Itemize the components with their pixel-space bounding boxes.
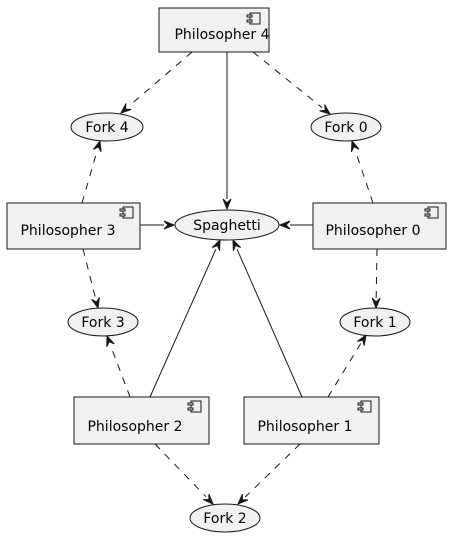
- arrowhead: [232, 238, 242, 251]
- edge-p3-to-f4: [81, 139, 102, 204]
- component-p1[interactable]: Philosopher 1: [243, 396, 380, 445]
- edge-p1-to-sp: [232, 238, 303, 398]
- resource-label: Fork 0: [324, 120, 367, 136]
- resource-f2[interactable]: Fork 2: [189, 503, 261, 533]
- resource-label: Fork 1: [353, 315, 396, 331]
- edge-line: [81, 150, 98, 204]
- arrowhead: [278, 220, 291, 230]
- edge-p3-to-sp: [140, 220, 176, 230]
- resource-f4[interactable]: Fork 4: [70, 112, 144, 142]
- edge-p3-to-f3: [82, 248, 100, 310]
- component-label: Philosopher 1: [257, 419, 352, 435]
- edge-line: [354, 150, 374, 204]
- edge-line: [252, 51, 323, 109]
- edge-p4-to-f4: [119, 51, 193, 114]
- edge-line: [128, 51, 193, 107]
- edge-p0-to-f1: [371, 248, 381, 310]
- resource-label: Spaghetti: [193, 218, 261, 234]
- arrowhead: [91, 297, 100, 310]
- component-label: Philosopher 4: [174, 27, 269, 43]
- edge-line: [110, 345, 131, 398]
- edge-line: [327, 343, 362, 398]
- edge-line: [154, 443, 207, 498]
- arrowhead: [202, 493, 214, 505]
- resource-label: Fork 4: [85, 120, 128, 136]
- arrowhead: [350, 139, 360, 152]
- resource-f1[interactable]: Fork 1: [339, 307, 411, 337]
- resource-spaghetti[interactable]: Spaghetti: [174, 209, 280, 241]
- component-icon: [119, 206, 134, 219]
- edge-p4-to-f0: [252, 51, 332, 115]
- edge-line: [82, 248, 97, 299]
- arrowhead: [211, 238, 221, 251]
- edge-line: [236, 248, 303, 398]
- resource-label: Fork 3: [81, 315, 124, 331]
- resource-f3[interactable]: Fork 3: [67, 307, 139, 337]
- edge-p2-to-sp: [149, 238, 221, 398]
- arrowhead: [319, 104, 332, 115]
- edges-layer: [81, 51, 381, 505]
- resource-f0[interactable]: Fork 0: [310, 112, 382, 142]
- edge-line: [375, 248, 378, 299]
- component-icon: [357, 400, 372, 413]
- component-label: Philosopher 0: [325, 223, 420, 239]
- resource-label: Fork 2: [203, 511, 246, 527]
- edge-p0-to-sp: [278, 220, 313, 230]
- edge-p2-to-f2: [154, 443, 214, 505]
- edge-p1-to-f2: [237, 443, 301, 505]
- component-icon: [187, 400, 202, 413]
- component-icon: [424, 206, 439, 219]
- arrowhead: [357, 333, 367, 346]
- edge-line: [149, 248, 217, 398]
- component-label: Philosopher 2: [87, 419, 182, 435]
- edge-line: [244, 443, 301, 498]
- component-label: Philosopher 3: [20, 223, 115, 239]
- edge-p4-to-sp: [222, 52, 232, 211]
- component-p0[interactable]: Philosopher 0: [312, 202, 447, 250]
- component-p2[interactable]: Philosopher 2: [73, 396, 210, 445]
- arrowhead: [92, 139, 102, 152]
- arrowhead: [163, 220, 176, 230]
- arrowhead: [371, 297, 381, 310]
- component-p4[interactable]: Philosopher 4: [158, 7, 270, 53]
- arrowhead: [222, 198, 232, 211]
- arrowhead: [106, 334, 115, 347]
- component-p3[interactable]: Philosopher 3: [6, 202, 141, 250]
- edge-p2-to-f3: [106, 334, 131, 398]
- edge-p0-to-f0: [350, 139, 374, 204]
- edge-p1-to-f1: [327, 333, 367, 398]
- arrowhead: [119, 103, 132, 114]
- arrowhead: [237, 493, 249, 505]
- component-icon: [246, 12, 261, 25]
